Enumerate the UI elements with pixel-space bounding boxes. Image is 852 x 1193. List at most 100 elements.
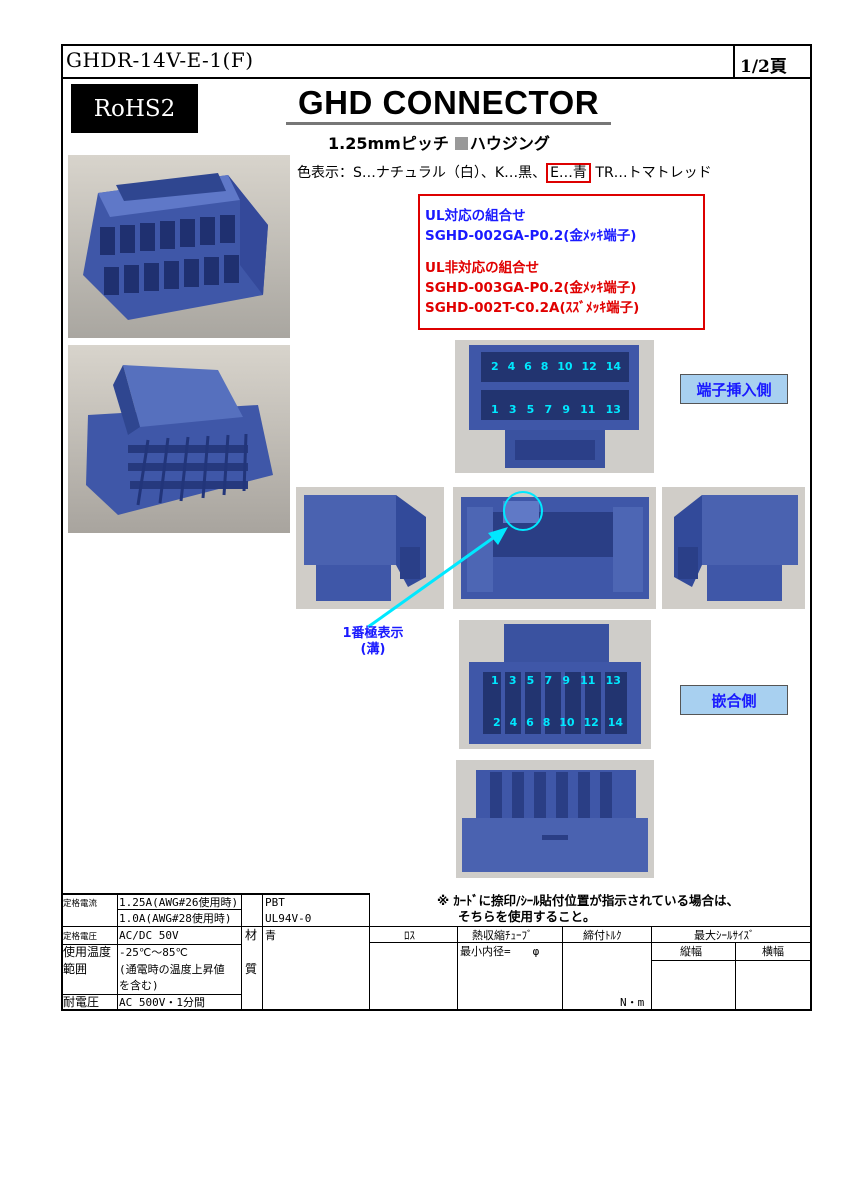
- rated-current-2: 1.0A(AWG#28使用時): [119, 912, 232, 925]
- col-shrink: 熱収縮ﾁｭｰﾌﾞ: [472, 929, 533, 942]
- table-line: [651, 960, 812, 961]
- seal-note-line2: そちらを使用すること。: [458, 909, 596, 924]
- color-legend-selected: E…青: [546, 163, 591, 183]
- pin-label: 7: [544, 403, 553, 416]
- temp-label-1: 使用温度: [63, 945, 112, 959]
- torque-unit: N・m: [620, 996, 645, 1009]
- document-title: GHD CONNECTOR: [286, 84, 611, 125]
- pin1-label-line1: 1番極表示: [342, 626, 404, 641]
- pin1-arrow-icon: [367, 527, 508, 629]
- rated-current-label: 定格電流: [63, 899, 98, 909]
- col-torque: 締付ﾄﾙｸ: [583, 929, 622, 942]
- rated-voltage-label: 定格電圧: [63, 932, 98, 942]
- kind-text: ハウジング: [469, 134, 550, 153]
- pin-label: 10: [557, 360, 573, 373]
- photo-3d-rear: [68, 345, 290, 533]
- withstand-label: 耐電圧: [63, 995, 100, 1009]
- seal-width: 横幅: [762, 945, 784, 958]
- table-line: [61, 994, 241, 995]
- material-label-2: 質: [245, 962, 258, 976]
- pin-label: 13: [605, 403, 621, 416]
- pin-label: 3: [508, 674, 517, 687]
- temp-value-1: -25℃～85℃: [119, 946, 188, 959]
- pin-label: 6: [526, 716, 534, 729]
- temp-value-2: (通電時の温度上昇値: [119, 963, 225, 976]
- ul-item: SGHD-002GA-P0.2(金ﾒｯｷ端子): [425, 228, 637, 244]
- shrink-value: 最小内径= φ: [460, 945, 540, 958]
- pin-label: 6: [524, 360, 532, 373]
- table-top-line: [61, 893, 369, 895]
- table-line: [369, 942, 812, 943]
- pin-label: 4: [507, 360, 516, 373]
- material-1: PBT: [265, 896, 285, 909]
- subtitle: 1.25mmピッチ ハウジング: [328, 130, 550, 154]
- table-line: [369, 893, 370, 1010]
- photo-3d-front: [68, 155, 290, 338]
- pin1-indicator-label: 1番極表示 (溝): [330, 626, 416, 658]
- temp-label-2: 範囲: [63, 962, 88, 976]
- material-label-1: 材: [245, 928, 258, 942]
- pin-label: 8: [542, 716, 551, 729]
- pin-label: 5: [526, 403, 535, 416]
- seal-note-line1: ※ ｶｰﾄﾞに捺印/ｼｰﾙ貼付位置が指示されている場合は、: [437, 893, 739, 908]
- insertion-side-label: 端子挿入側: [680, 374, 788, 404]
- pin-label: 2: [491, 360, 499, 373]
- color-legend-prefix: 色表示：S…ナチュラル（白）、K…黒、: [297, 165, 547, 181]
- table-line: [61, 944, 241, 945]
- photo-bottom-view: [456, 760, 654, 878]
- header-divider: [61, 77, 812, 79]
- mating-side-label: 嵌合側: [680, 685, 788, 715]
- pin-label: 14: [605, 360, 621, 373]
- table-line: [241, 893, 242, 1010]
- page-number: 1/2頁: [740, 57, 787, 77]
- pin-label: 11: [580, 403, 596, 416]
- table-line: [117, 909, 241, 910]
- pin-label: 7: [544, 674, 553, 687]
- pin-label: 10: [559, 716, 575, 729]
- photo-top-view: [453, 487, 656, 609]
- table-line: [457, 926, 458, 1010]
- rohs-badge: RoHS2: [71, 84, 198, 133]
- pin-label: 12: [581, 360, 597, 373]
- table-line: [262, 893, 263, 1010]
- ul-combination-box: UL対応の組合せ SGHD-002GA-P0.2(金ﾒｯｷ端子) UL非対応の組…: [418, 194, 705, 330]
- pitch-text: 1.25mmピッチ: [328, 134, 449, 153]
- gray-square-icon: [454, 137, 468, 150]
- table-line: [651, 926, 652, 1010]
- pin1-label-line2: (溝): [360, 642, 386, 657]
- pin-label: 9: [562, 674, 570, 687]
- pin1-circle-marker: [503, 491, 543, 531]
- header-page-divider: [733, 44, 735, 78]
- pin-label: 4: [509, 716, 518, 729]
- seal-note: ※ ｶｰﾄﾞに捺印/ｼｰﾙ貼付位置が指示されている場合は、 そちらを使用すること…: [437, 893, 739, 925]
- pin-label: 14: [607, 716, 623, 729]
- non-ul-heading: UL非対応の組合せ: [425, 260, 540, 276]
- pin-label: 1: [491, 674, 499, 687]
- table-line: [735, 942, 736, 1010]
- table-line: [562, 926, 563, 1010]
- temp-value-3: を含む): [119, 979, 159, 992]
- pin-label: 9: [562, 403, 570, 416]
- drawing-sheet: [61, 44, 812, 1011]
- rated-current-1: 1.25A(AWG#26使用時): [119, 896, 239, 909]
- color-legend-suffix: TR…トマトレッド: [590, 165, 712, 181]
- withstand-value: AC 500V・1分間: [119, 996, 205, 1009]
- material-color: 青: [265, 929, 276, 942]
- col-seal: 最大ｼｰﾙｻｲｽﾞ: [694, 929, 755, 942]
- photo-right-side: [662, 487, 805, 609]
- pin-label: 12: [583, 716, 599, 729]
- material-2: UL94V-0: [265, 912, 312, 925]
- pin-label: 13: [605, 674, 621, 687]
- pin-label: 3: [508, 403, 517, 416]
- table-line: [61, 926, 812, 927]
- color-legend: 色表示：S…ナチュラル（白）、K…黒、E…青 TR…トマトレッド: [297, 162, 712, 183]
- pin-label: 11: [580, 674, 596, 687]
- non-ul-item: SGHD-003GA-P0.2(金ﾒｯｷ端子): [425, 280, 637, 296]
- non-ul-item: SGHD-002T-C0.2A(ｽｽﾞﾒｯｷ端子): [425, 300, 640, 316]
